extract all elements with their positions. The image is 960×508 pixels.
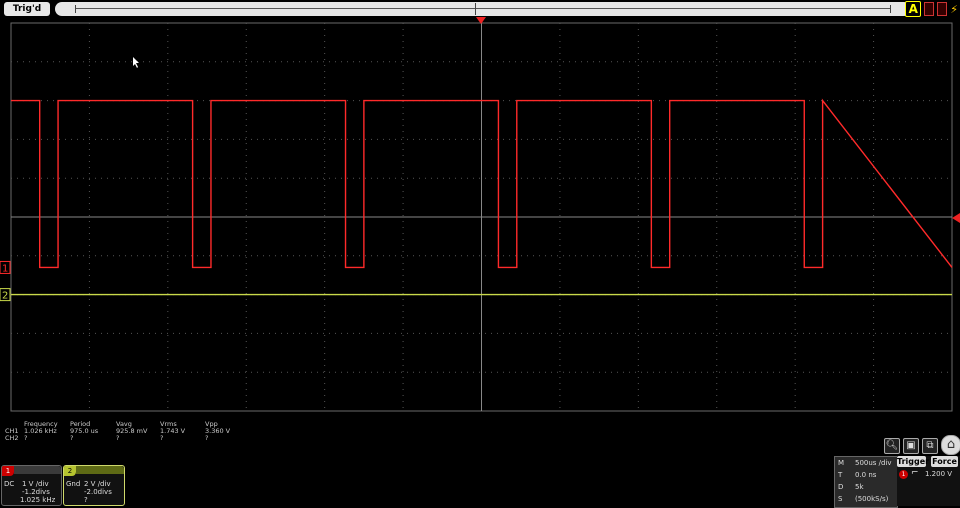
trigger-source-badge: 1 — [899, 470, 908, 479]
measurement-row-ch2: CH2 ? ? ? ? ? — [0, 434, 300, 442]
meas-row-label: CH2 — [5, 434, 19, 442]
battery-icon — [924, 2, 935, 16]
measurement-header-row: Frequency Period Vavg Vrms Vpp — [0, 420, 300, 428]
channel2-frequency: ? — [84, 496, 88, 504]
trigger-level: 1.200 V — [925, 470, 953, 478]
timebase-value: 500us /div — [855, 459, 892, 467]
zoom-icon[interactable]: 🔍︎ — [884, 438, 900, 454]
channel1-frequency: 1.025 kHz — [20, 496, 56, 504]
meas-ch2-frequency: ? — [24, 434, 28, 442]
ch2-marker — [0, 288, 11, 302]
meas-header-vrms: Vrms — [160, 420, 177, 428]
meas-ch1-vavg: 925.8 mV — [116, 427, 148, 435]
timeline-end-tick — [890, 5, 891, 13]
timebase-panel[interactable]: M 500us /div T 0.0 ns D 5k S (500kS/s) — [834, 456, 898, 508]
force-button[interactable]: Force — [931, 456, 958, 467]
meas-ch2-period: ? — [70, 434, 74, 442]
waveform-display[interactable]: 12 — [0, 0, 960, 420]
meas-header-period: Period — [70, 420, 91, 428]
meas-ch1-vpp: 3.360 V — [205, 427, 231, 435]
timebase-key: M — [838, 459, 845, 467]
toolbar: 🔍︎ ▣ ⧉ ⌂ — [884, 435, 960, 455]
ch1-marker-label: 1 — [2, 263, 8, 274]
trigger-level-marker — [952, 213, 960, 223]
measurement-row-ch1: CH1 1.026 kHz 975.0 us 925.8 mV 1.743 V … — [0, 427, 300, 435]
meas-ch2-vrms: ? — [160, 434, 164, 442]
channel1-offset: -1.2divs — [22, 488, 50, 496]
timebase-key: S — [838, 495, 843, 503]
layout-icon[interactable]: ⧉ — [922, 438, 938, 454]
meas-ch1-frequency: 1.026 kHz — [24, 427, 57, 435]
timebase-value: 0.0 ns — [855, 471, 877, 479]
power-icon: ⚡ — [950, 2, 958, 16]
top-bar: Trig'd A ⚡ — [0, 0, 960, 18]
save-icon[interactable]: ▣ — [903, 438, 919, 454]
ch1-marker — [0, 260, 11, 274]
timeline-cursor[interactable] — [475, 3, 476, 15]
status-icons: A ⚡ — [905, 0, 958, 18]
channel1-scale: 1 V /div — [22, 480, 49, 488]
mouse-cursor-icon — [133, 57, 139, 68]
rising-edge-icon: ⌐ — [911, 468, 919, 478]
ch1-waveform — [11, 98, 953, 269]
channel1-coupling: DC — [4, 480, 15, 488]
trigger-position-marker — [476, 17, 486, 24]
channel2-number: 2 — [64, 466, 76, 476]
channel2-offset: -2.0divs — [84, 488, 112, 496]
waveforms — [11, 98, 953, 296]
channel-markers: 12 — [0, 17, 960, 302]
channel1-band — [14, 466, 61, 474]
timebase-value: 5k — [855, 483, 864, 491]
timebase-key: D — [838, 483, 844, 491]
meas-header-vpp: Vpp — [205, 420, 218, 428]
timebase-row-samplerate: S (500kS/s) — [835, 493, 897, 505]
channel2-coupling: Gnd — [66, 480, 81, 488]
channel1-number: 1 — [2, 466, 14, 476]
channel2-scale: 2 V /div — [84, 480, 111, 488]
meas-header-vavg: Vavg — [116, 420, 132, 428]
channel2-band — [76, 466, 124, 474]
timebase-value: (500kS/s) — [855, 495, 889, 503]
meas-ch1-vrms: 1.743 V — [160, 427, 186, 435]
measurement-table: Frequency Period Vavg Vrms Vpp CH1 1.026… — [0, 420, 300, 442]
trigger-status-badge: Trig'd — [4, 2, 50, 16]
battery-icon-2 — [937, 2, 948, 16]
meas-ch1-period: 975.0 us — [70, 427, 99, 435]
timebase-row-main: M 500us /div — [835, 457, 897, 469]
ch2-marker-label: 2 — [2, 291, 8, 302]
channel2-settings[interactable]: 2 Gnd 2 V /div -2.0divs ? — [63, 465, 125, 506]
timebase-key: T — [838, 471, 843, 479]
memory-timeline-bar[interactable] — [55, 2, 911, 16]
trigger-button[interactable]: Trigger — [897, 456, 930, 467]
home-icon[interactable]: ⌂ — [941, 435, 960, 455]
auto-icon[interactable]: A — [905, 1, 922, 17]
timeline-track — [75, 8, 891, 9]
trigger-panel: Trigger Force 1 ⌐ 1.200 V — [897, 456, 960, 506]
timebase-row-depth: D 5k — [835, 481, 897, 493]
meas-ch2-vpp: ? — [205, 434, 209, 442]
timeline-start-tick — [75, 5, 76, 13]
meas-header-frequency: Frequency — [24, 420, 58, 428]
timebase-row-trigger-time: T 0.0 ns — [835, 469, 897, 481]
graticule — [11, 23, 952, 411]
meas-ch2-vavg: ? — [116, 434, 120, 442]
channel1-settings[interactable]: 1 DC 1 V /div -1.2divs 1.025 kHz — [1, 465, 62, 506]
meas-row-label: CH1 — [5, 427, 19, 435]
